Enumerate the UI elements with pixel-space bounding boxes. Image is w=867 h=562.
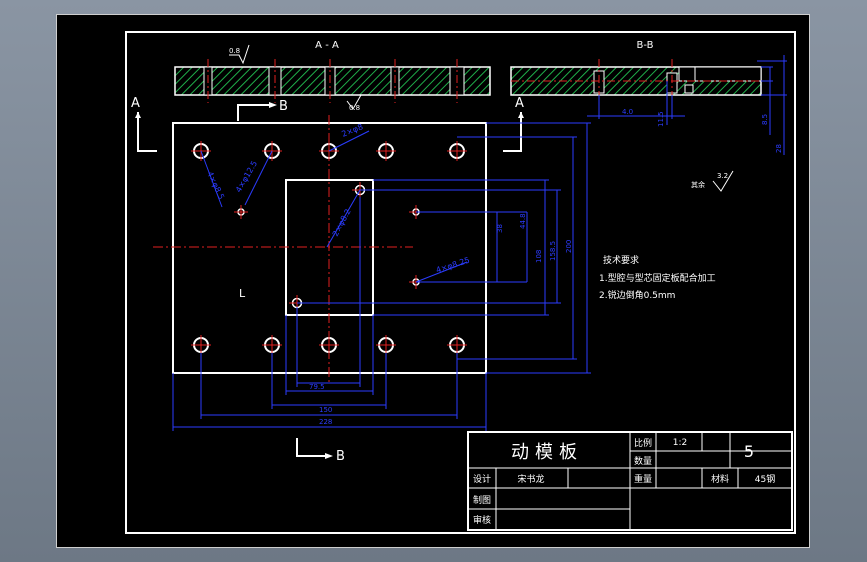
- svg-text:2×φ8.2: 2×φ8.2: [331, 207, 353, 238]
- svg-text:技术要求: 技术要求: [603, 254, 639, 266]
- horizontal-dimensions: [172, 197, 487, 431]
- svg-text:2.锐边倒角0.5mm: 2.锐边倒角0.5mm: [599, 289, 675, 301]
- view-marker-b-top: B: [237, 99, 288, 121]
- hole-callouts: [200, 130, 468, 283]
- svg-text:44.8: 44.8: [519, 213, 527, 229]
- svg-text:4×φ8.5: 4×φ8.5: [205, 170, 226, 201]
- part-name: 动模板: [511, 442, 583, 463]
- roughness-symbol-mid: 0.8: [346, 94, 362, 112]
- check-label: 审核: [473, 514, 491, 526]
- svg-text:108: 108: [535, 250, 543, 263]
- inner-frame: [125, 31, 796, 534]
- svg-text:其余: 其余: [691, 180, 705, 189]
- quantity-label: 数量: [634, 455, 652, 467]
- svg-text:150: 150: [319, 406, 332, 414]
- svg-text:A: A: [515, 96, 524, 111]
- svg-text:4.0: 4.0: [622, 108, 633, 116]
- section-bb-view: 4.0 11.5 8.5 28: [510, 55, 787, 155]
- svg-text:200: 200: [565, 240, 573, 253]
- svg-text:158.5: 158.5: [549, 241, 557, 261]
- scale-value: 1:2: [673, 438, 687, 448]
- svg-text:228: 228: [319, 418, 332, 426]
- drawn-label: 制图: [473, 494, 491, 506]
- design-label: 设计: [473, 473, 491, 485]
- title-block: [467, 431, 793, 531]
- svg-text:79.5: 79.5: [309, 383, 325, 391]
- svg-text:4×φ8.25: 4×φ8.25: [435, 256, 471, 275]
- svg-text:0.8: 0.8: [229, 47, 240, 55]
- scale-label: 比例: [634, 437, 652, 449]
- svg-text:11.5: 11.5: [657, 111, 665, 127]
- weight-label: 重量: [634, 473, 652, 485]
- svg-text:1.型腔与型芯固定板配合加工: 1.型腔与型芯固定板配合加工: [599, 272, 716, 284]
- view-marker-b-bottom: B: [296, 438, 345, 464]
- section-aa-label: A - A: [315, 40, 339, 51]
- svg-text:2×φ8: 2×φ8: [340, 122, 364, 139]
- section-aa-view: [174, 59, 491, 103]
- svg-text:28: 28: [775, 144, 783, 153]
- svg-text:B: B: [279, 99, 288, 114]
- datum-mark: L: [239, 287, 246, 300]
- vertical-dimensions: [297, 122, 591, 374]
- sheet-number: 5: [744, 442, 754, 461]
- roughness-other: 其余 3.2: [691, 170, 734, 192]
- material-value: 45钢: [755, 473, 775, 485]
- technical-requirements: 技术要求 1.型腔与型芯固定板配合加工 2.锐边倒角0.5mm: [599, 254, 716, 301]
- svg-text:B: B: [336, 449, 345, 464]
- roughness-symbol-top: 0.8: [229, 44, 250, 65]
- svg-text:3.2: 3.2: [717, 172, 728, 180]
- svg-text:4×φ12.5: 4×φ12.5: [234, 159, 259, 194]
- svg-text:38: 38: [496, 224, 504, 233]
- svg-text:8.5: 8.5: [761, 114, 769, 125]
- view-marker-a-left: A: [131, 96, 157, 152]
- view-marker-a-right: A: [503, 96, 524, 152]
- svg-text:A: A: [131, 96, 140, 111]
- designer-name: 宋书龙: [517, 473, 544, 485]
- material-label: 材料: [711, 473, 729, 485]
- section-bb-label: B-B: [637, 40, 654, 51]
- plate-plan-view: [153, 115, 487, 385]
- cad-drawing: A - A 0.8 0.8 B-B: [125, 31, 796, 534]
- drawing-sheet: A - A 0.8 0.8 B-B: [56, 14, 810, 548]
- svg-text:0.8: 0.8: [349, 104, 360, 112]
